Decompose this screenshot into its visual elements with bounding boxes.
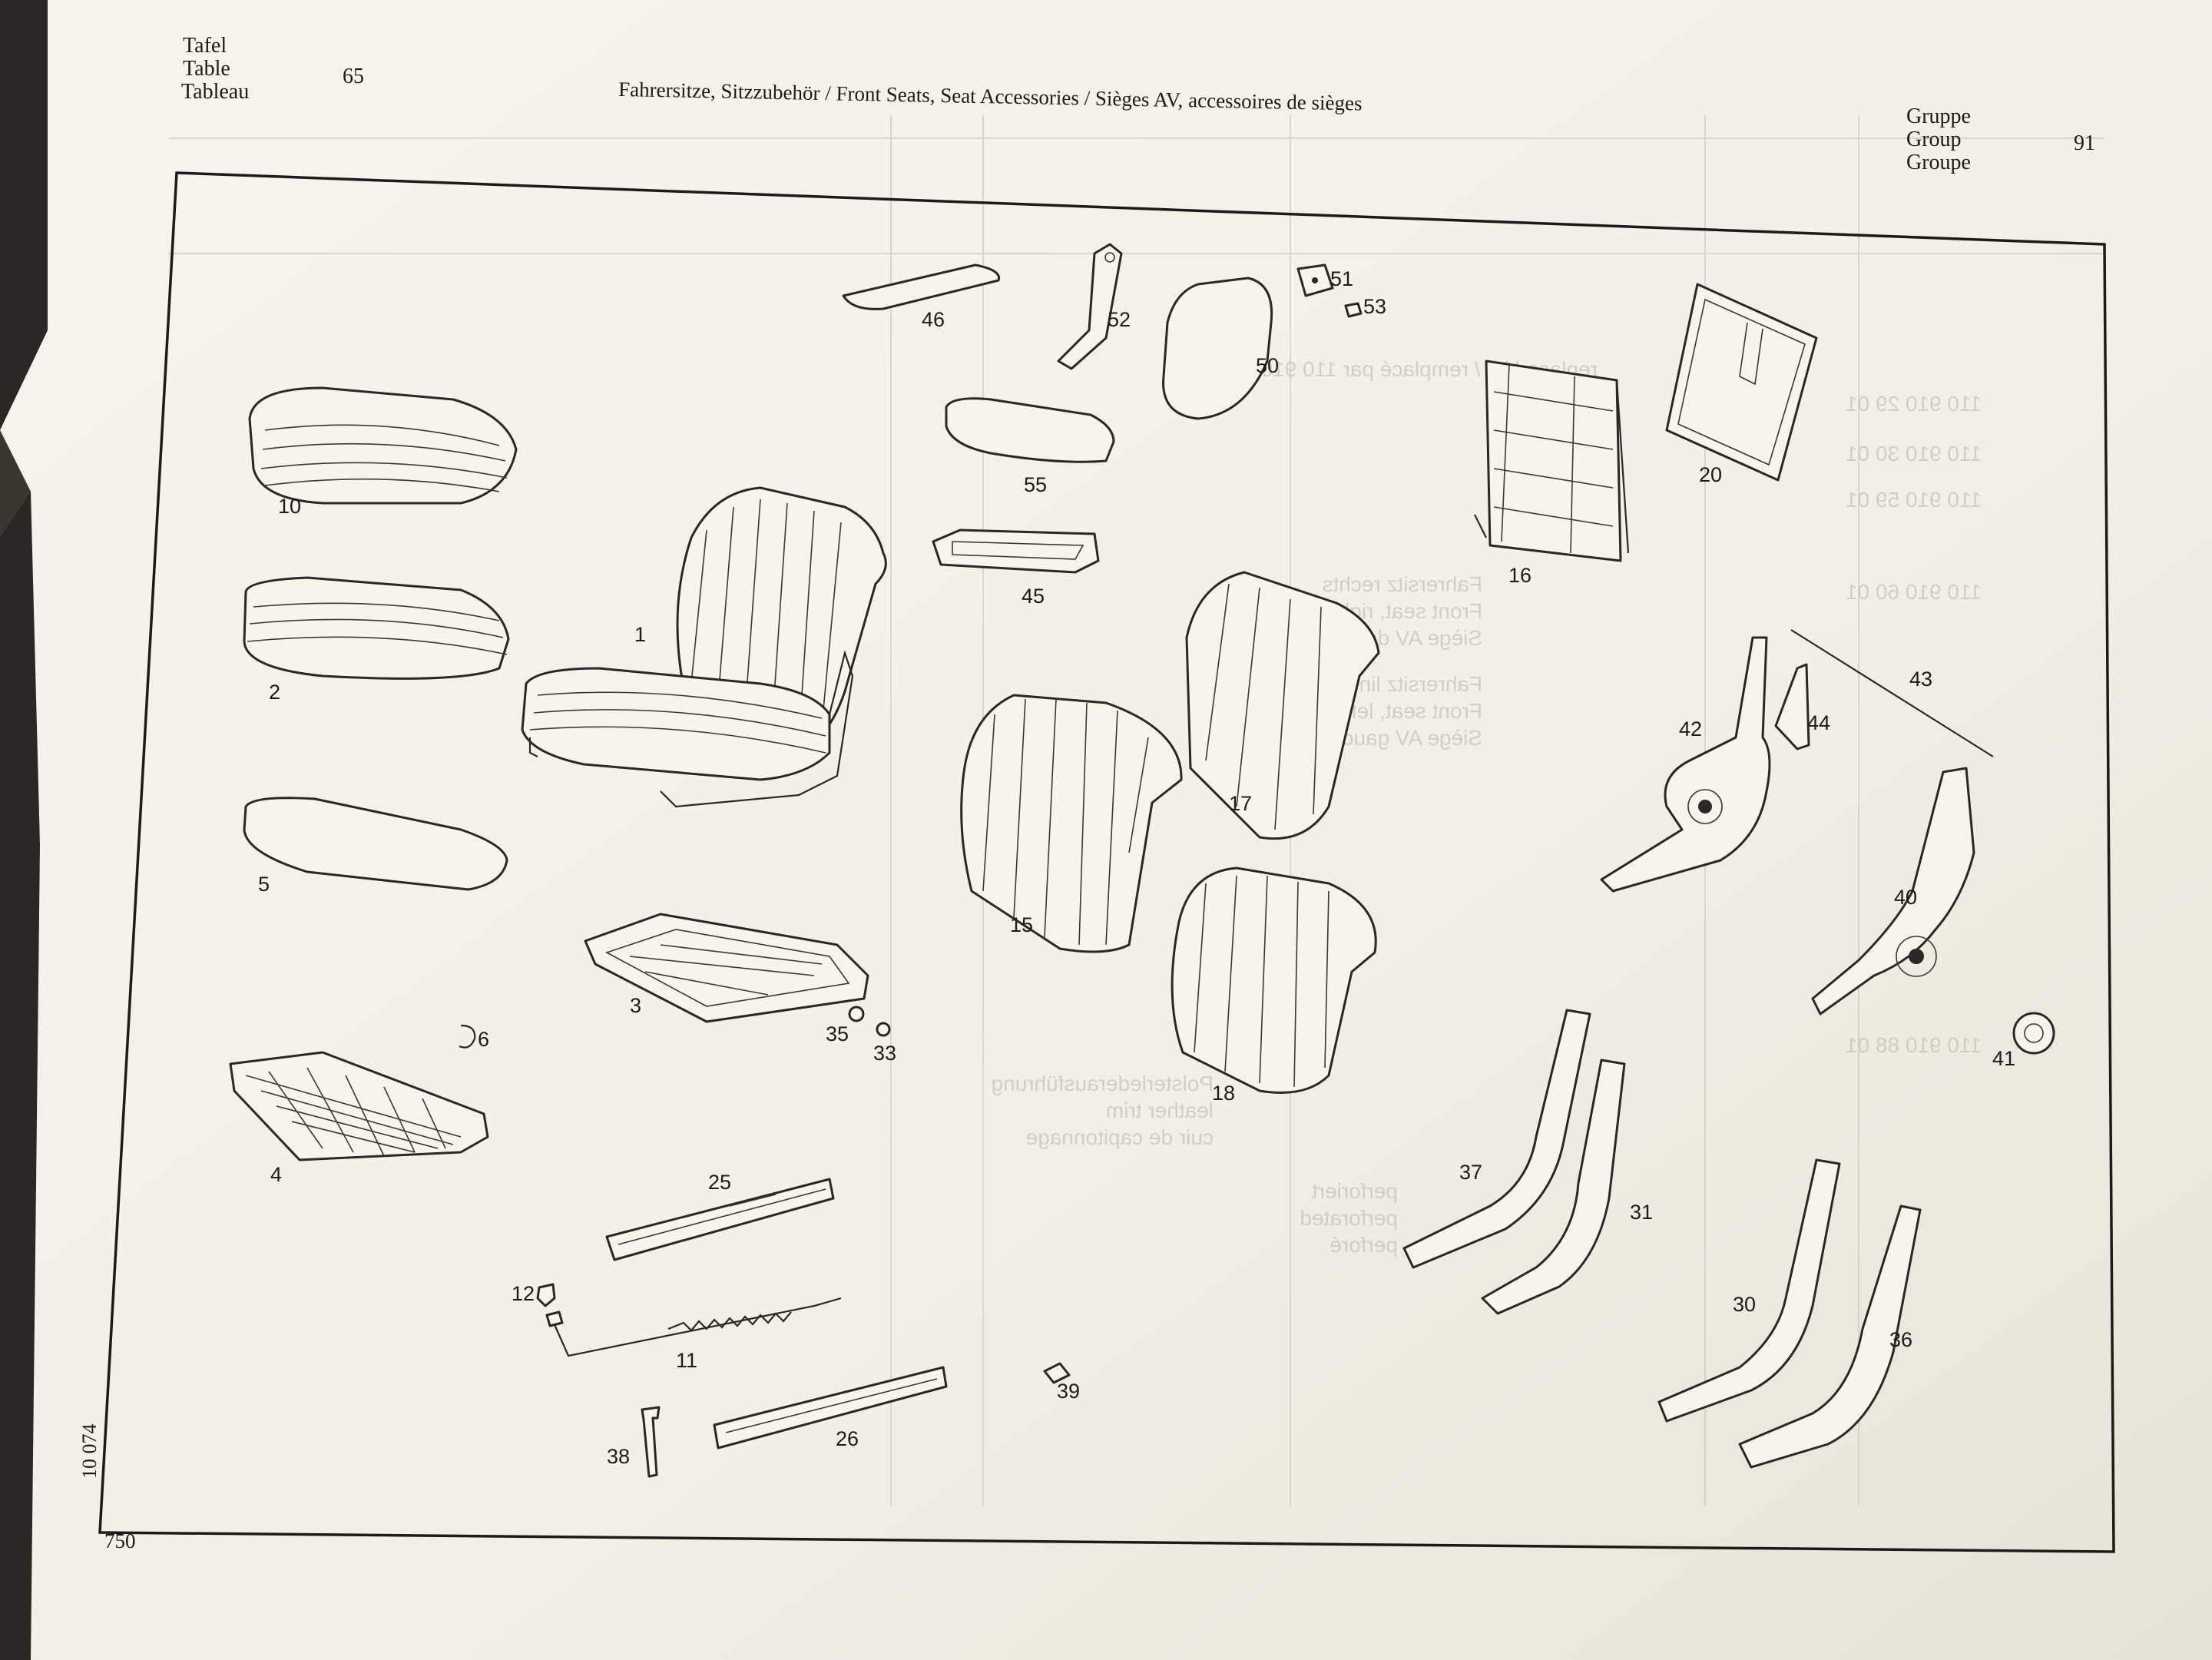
part-51-plate	[1296, 263, 1334, 297]
callout-50: 50	[1256, 354, 1279, 377]
callout-40: 40	[1894, 886, 1917, 909]
callout-42: 42	[1679, 717, 1702, 741]
callout-41: 41	[1992, 1047, 2015, 1070]
part-18-backrest	[1171, 866, 1377, 1094]
part-31-trim	[1481, 1059, 1626, 1315]
part-40-recliner	[1811, 767, 1975, 1016]
callout-18: 18	[1212, 1082, 1235, 1105]
part-2-seat-cushion	[243, 576, 510, 680]
callout-1: 1	[634, 623, 646, 646]
callout-25: 25	[708, 1171, 731, 1194]
part-20-panel	[1665, 283, 1818, 482]
group-label: Gruppe	[1906, 104, 1971, 128]
callout-36: 36	[1889, 1328, 1912, 1351]
part-10-cushion-cover	[248, 386, 518, 505]
ghost-phrase: perforated	[1300, 1206, 1398, 1230]
part-30-trim	[1657, 1158, 1841, 1423]
callout-20: 20	[1699, 463, 1722, 486]
ghost-part-number: 110 910 29 01	[1846, 392, 1982, 416]
part-16-backrest-frame	[1474, 360, 1630, 562]
callout-6: 6	[478, 1028, 489, 1051]
ghost-phrase: cuir de capitonnage	[1026, 1125, 1214, 1149]
callout-46: 46	[922, 308, 945, 331]
callout-16: 16	[1508, 564, 1532, 587]
callout-11: 11	[676, 1349, 697, 1372]
part-46-pad	[842, 263, 1001, 310]
callout-12: 12	[512, 1282, 535, 1305]
callout-2: 2	[269, 681, 280, 704]
part-15-backrest	[960, 694, 1183, 953]
part-55-cushion	[945, 397, 1115, 463]
callout-45: 45	[1022, 585, 1045, 608]
part-41-knob	[2012, 1012, 2055, 1055]
paper-shadow-edge	[0, 430, 31, 538]
callout-15: 15	[1010, 913, 1033, 936]
group-label: Groupe	[1906, 151, 1971, 174]
part-38-bolt	[641, 1406, 661, 1478]
part-45-tray	[932, 528, 1100, 574]
side-code: 10 074	[78, 1424, 101, 1479]
tafel-label: Tafel	[183, 34, 227, 58]
group-number: 91	[2074, 131, 2095, 155]
callout-37: 37	[1459, 1161, 1482, 1184]
callout-53: 53	[1363, 295, 1386, 318]
callout-4: 4	[270, 1163, 282, 1186]
ghost-phrase: leather trim	[1106, 1098, 1214, 1122]
part-6-clip	[459, 1024, 476, 1049]
tafel-label: Tableau	[181, 80, 249, 104]
part-4-spring-unit	[229, 1051, 489, 1161]
callout-5: 5	[258, 873, 270, 896]
part-36-trim	[1738, 1204, 1922, 1469]
ghost-phrase: perforé	[1330, 1233, 1398, 1257]
diagram-frame	[98, 171, 2115, 1553]
part-3-seat-frame	[584, 913, 869, 1023]
callout-39: 39	[1057, 1380, 1080, 1403]
part-26-seat-rail	[713, 1366, 948, 1450]
callout-43: 43	[1909, 668, 1932, 691]
ghost-part-number: 110 910 88 01	[1846, 1033, 1982, 1057]
part-53-nut	[1344, 302, 1363, 318]
ghost-part-number: 110 910 59 01	[1846, 488, 1982, 512]
part-35-nut	[848, 1006, 865, 1022]
part-11-adjuster	[545, 1297, 842, 1357]
page-number: 750	[104, 1529, 136, 1552]
callout-55: 55	[1024, 473, 1047, 496]
callout-52: 52	[1108, 308, 1131, 331]
part-50-head-pad	[1162, 277, 1273, 420]
callout-30: 30	[1733, 1293, 1756, 1316]
part-37-trim	[1402, 1009, 1591, 1269]
ghost-phrase: Fahrersitz rechts	[1323, 572, 1483, 596]
part-43-rod	[1790, 629, 1994, 757]
callout-38: 38	[607, 1445, 630, 1468]
part-12-knob	[536, 1283, 556, 1307]
callout-26: 26	[836, 1427, 859, 1450]
callout-33: 33	[873, 1042, 896, 1065]
callout-31: 31	[1630, 1201, 1653, 1224]
ghost-part-number: 110 910 30 01	[1846, 442, 1982, 466]
callout-3: 3	[630, 994, 641, 1017]
ghost-phrase: perforiert	[1312, 1179, 1398, 1203]
part-44-bracket	[1774, 663, 1810, 750]
ghost-phrase: Fahrersitz links	[1338, 672, 1482, 696]
part-42-recliner	[1600, 636, 1771, 893]
part-25-seat-rail	[605, 1178, 835, 1261]
part-39-clip	[1043, 1362, 1071, 1384]
tafel-number: 65	[343, 65, 364, 88]
tafel-label: Table	[183, 57, 230, 81]
part-17-backrest	[1185, 571, 1380, 840]
callout-35: 35	[826, 1022, 849, 1045]
ghost-phrase: Front seat, left	[1345, 699, 1482, 723]
callout-17: 17	[1229, 792, 1252, 815]
part-33-nut	[876, 1022, 891, 1037]
callout-10: 10	[278, 495, 301, 518]
part-5-foam-pad	[243, 797, 508, 891]
callout-44: 44	[1807, 711, 1830, 734]
ghost-part-number: 110 910 60 01	[1846, 580, 1982, 604]
part-52-bracket	[1057, 243, 1123, 370]
part-1-front-seat	[521, 486, 887, 808]
ghost-phrase: Polsterlederausführung	[991, 1072, 1214, 1095]
group-label: Group	[1906, 128, 1962, 151]
callout-51: 51	[1330, 267, 1353, 290]
